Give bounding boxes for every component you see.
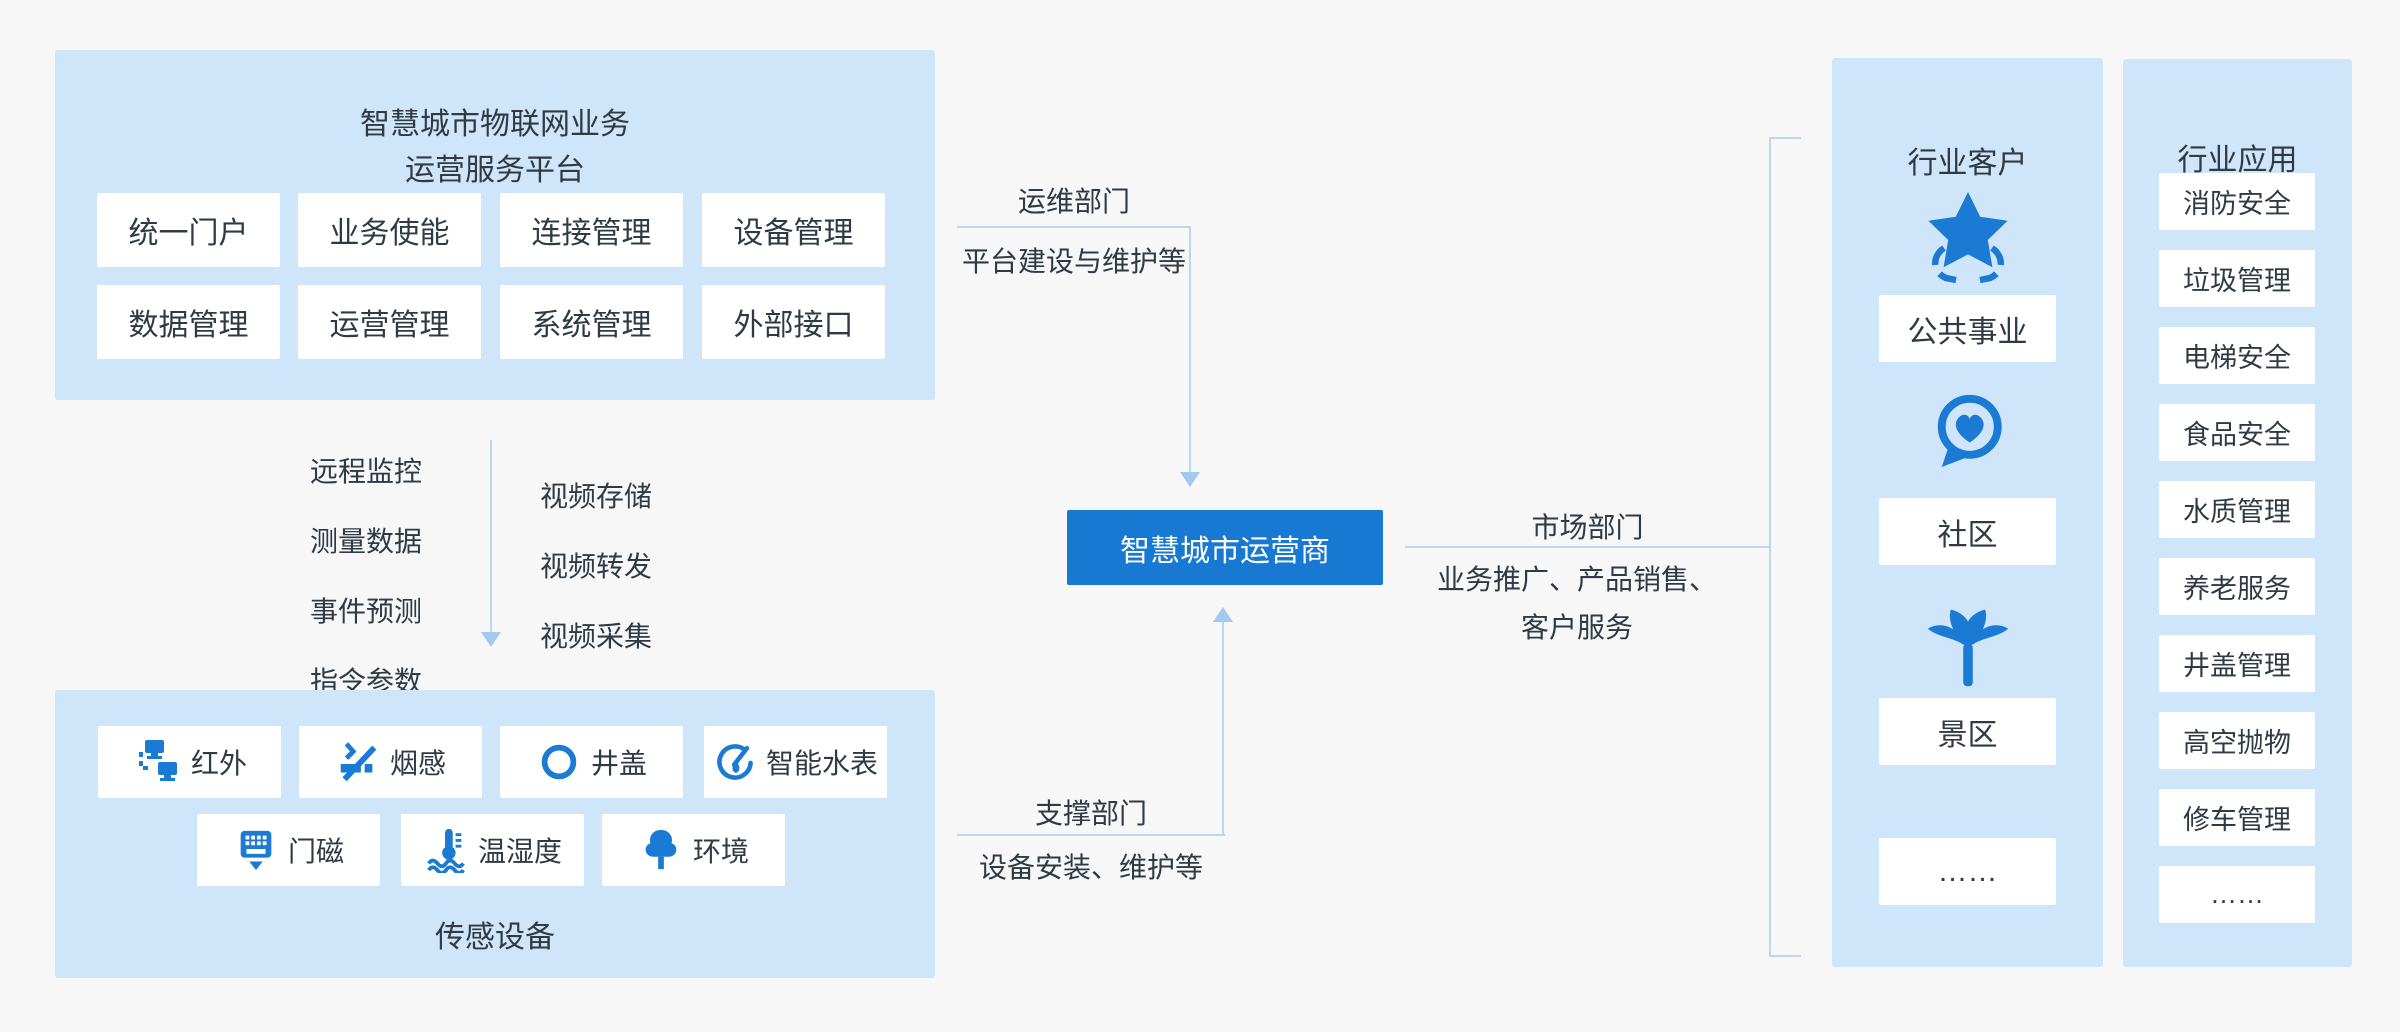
- market-dept-desc-line1: 业务推广、产品销售、: [1436, 564, 1717, 595]
- platform-module-data-mgmt: 数据管理: [97, 285, 280, 359]
- app-row-elevator-safety: 电梯安全: [2159, 327, 2315, 384]
- customers-bracket-vline: [1769, 137, 1771, 957]
- manhole-cover-icon: [541, 744, 577, 780]
- support-dept-title: 支撑部门: [1034, 798, 1147, 829]
- customers-panel: 行业客户 公共事业 社区 景: [1832, 58, 2103, 967]
- platform-to-sensors-line: [490, 440, 492, 634]
- platform-module-unified-portal: 统一门户: [97, 193, 280, 267]
- app-row-vehicle-repair: 修车管理: [2159, 789, 2315, 846]
- customers-bracket-top-stub: [1769, 137, 1801, 139]
- platform-panel: 智慧城市物联网业务 运营服务平台 统一门户 业务使能 连接管理 设备管理 数据管…: [55, 50, 935, 400]
- customers-bracket-bottom-stub: [1769, 955, 1801, 957]
- app-row-water-quality: 水质管理: [2159, 481, 2315, 538]
- sensor-label: 环境: [692, 836, 749, 867]
- heart-bubble-icon: [1937, 394, 2002, 467]
- customer-icon-wrap: [1832, 602, 2103, 692]
- sensor-tile-manhole: 井盖: [500, 726, 683, 798]
- applications-panel: 行业应用 消防安全 垃圾管理 电梯安全 食品安全 水质管理 养老服务 井盖管理 …: [2123, 59, 2352, 967]
- platform-module-service-enable: 业务使能: [298, 193, 481, 267]
- support-connector-hline: [957, 834, 1225, 836]
- platform-module-connection-mgmt: 连接管理: [500, 193, 683, 267]
- app-row-food-safety: 食品安全: [2159, 404, 2315, 461]
- sensor-label: 门磁: [287, 836, 344, 867]
- platform-to-sensors-arrow-icon: [481, 632, 501, 647]
- tree-icon: [645, 829, 677, 870]
- customer-box-community: 社区: [1879, 498, 2056, 565]
- sensor-label: 温湿度: [477, 836, 562, 867]
- customer-icon-wrap: [1832, 390, 2103, 474]
- door-keypad-icon: [240, 830, 272, 871]
- sensor-tile-infrared: 红外: [98, 726, 281, 798]
- ops-dept-title: 运维部门: [1017, 186, 1130, 217]
- customer-box-ellipsis: ……: [1879, 838, 2056, 905]
- support-arrow-up-icon: [1213, 607, 1233, 622]
- market-dept-desc-line2: 客户服务: [1520, 612, 1633, 643]
- water-meter-gauge-icon: [717, 744, 753, 780]
- palm-tree-icon: [1927, 609, 2008, 687]
- ops-arrow-down-icon: [1180, 472, 1200, 487]
- sensor-label: 井盖: [590, 748, 647, 779]
- app-row-fire-safety: 消防安全: [2159, 173, 2315, 230]
- smoke-detector-icon: [340, 742, 377, 782]
- sensors-panel: 红外 烟感 井盖 智能水表: [55, 690, 935, 978]
- platform-module-external-api: 外部接口: [702, 285, 885, 359]
- customers-panel-title: 行业客户: [1907, 147, 2028, 180]
- applications-panel-title: 行业应用: [2177, 144, 2298, 177]
- customer-icon-wrap: [1832, 186, 2103, 286]
- flow-item: 视频转发: [539, 551, 652, 582]
- sensor-tile-door-magnet: 门磁: [197, 814, 380, 886]
- platform-module-device-mgmt: 设备管理: [702, 193, 885, 267]
- platform-title-line1: 智慧城市物联网业务: [360, 108, 630, 141]
- market-connector-hline: [1405, 546, 1770, 548]
- sensor-tile-smoke: 烟感: [299, 726, 482, 798]
- sensor-tile-temp-humidity: 温湿度: [401, 814, 584, 886]
- sensors-panel-label: 传感设备: [435, 921, 555, 954]
- platform-module-operation-mgmt: 运营管理: [298, 285, 481, 359]
- ops-connector-hline: [957, 226, 1191, 228]
- support-connector-vline: [1222, 622, 1224, 834]
- customer-box-scenic-area: 景区: [1879, 698, 2056, 765]
- sensor-label: 红外: [190, 748, 247, 779]
- flow-item: 事件预测: [309, 596, 422, 627]
- sensor-label: 烟感: [389, 748, 446, 779]
- platform-title-line2: 运营服务平台: [405, 154, 585, 187]
- video-data-list: 视频存储 视频转发 视频采集: [521, 460, 671, 670]
- infrared-network-icon: [138, 740, 177, 781]
- app-row-ellipsis: ……: [2159, 866, 2315, 923]
- thermometer-icon: [427, 828, 465, 873]
- sensor-tile-environment: 环境: [602, 814, 785, 886]
- smart-city-operator-box: 智慧城市运营商: [1067, 510, 1383, 585]
- sensor-tile-water-meter: 智能水表: [704, 726, 887, 798]
- app-row-manhole-mgmt: 井盖管理: [2159, 635, 2315, 692]
- support-dept-desc: 设备安装、维护等: [978, 852, 1203, 883]
- flow-item: 远程监控: [309, 456, 422, 487]
- platform-title: 智慧城市物联网业务 运营服务平台: [55, 102, 935, 194]
- app-row-elderly-care: 养老服务: [2159, 558, 2315, 615]
- star-brackets-icon: [1927, 192, 2008, 284]
- customer-box-public-utilities: 公共事业: [1879, 295, 2056, 362]
- platform-module-system-mgmt: 系统管理: [500, 285, 683, 359]
- app-row-falling-objects: 高空抛物: [2159, 712, 2315, 769]
- ops-dept-desc: 平台建设与维护等: [961, 246, 1186, 277]
- sensor-label: 智能水表: [765, 748, 878, 779]
- market-dept-title: 市场部门: [1531, 512, 1644, 543]
- flow-item: 测量数据: [309, 526, 422, 557]
- flow-item: 视频采集: [539, 621, 652, 652]
- uplink-data-list: 远程监控 测量数据 事件预测 指令参数: [291, 435, 441, 715]
- ops-connector-vline: [1189, 226, 1191, 474]
- flow-item: 视频存储: [539, 481, 652, 512]
- app-row-garbage-mgmt: 垃圾管理: [2159, 250, 2315, 307]
